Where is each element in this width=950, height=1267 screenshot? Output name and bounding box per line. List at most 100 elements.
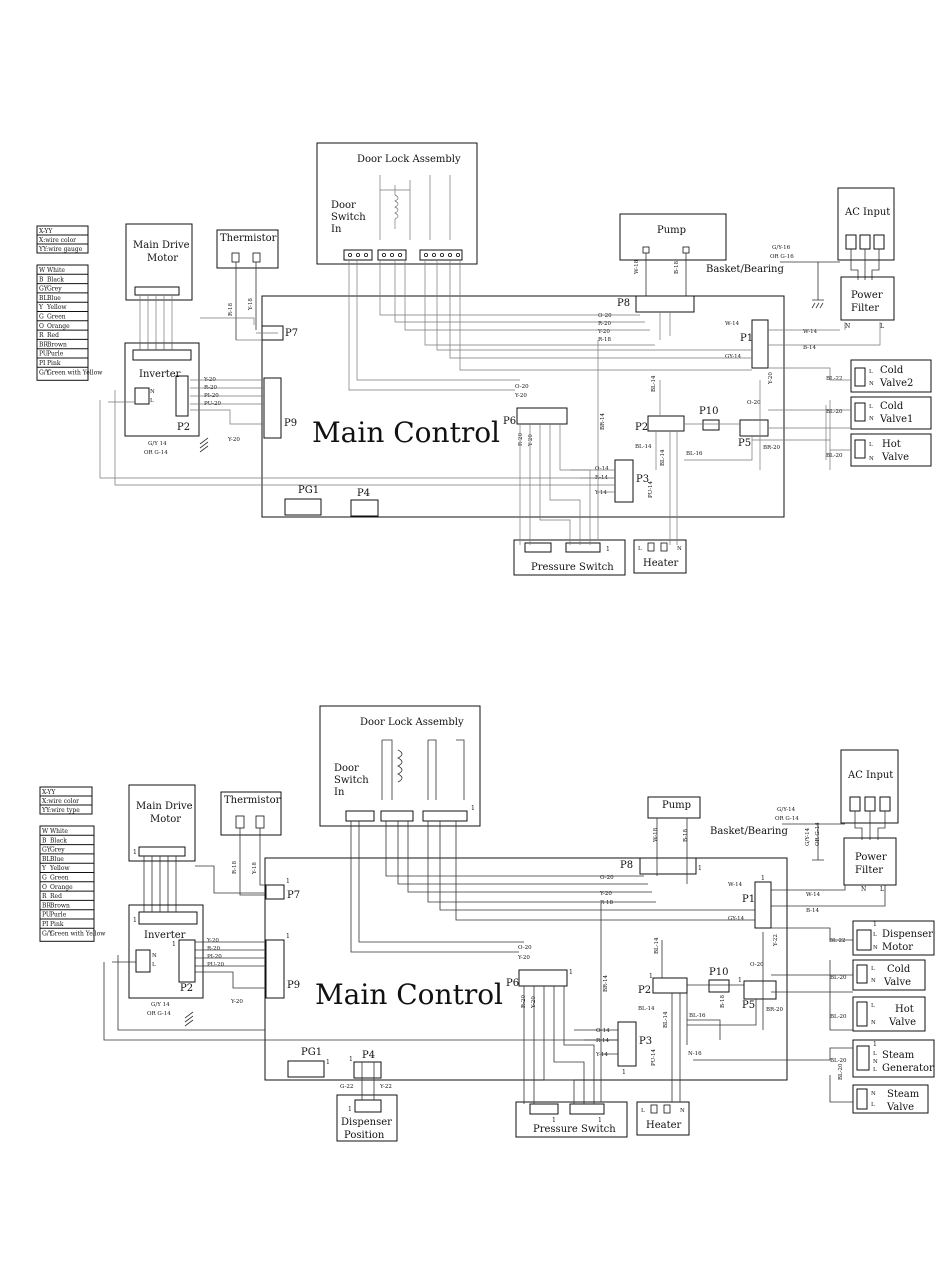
wire-label: BL-20 bbox=[838, 1063, 844, 1080]
terminal-label: 1 bbox=[286, 878, 290, 885]
wire-label: Y-22 bbox=[773, 934, 779, 947]
valve-label: Cold bbox=[880, 401, 904, 412]
wire-label: BR-20 bbox=[766, 1007, 784, 1013]
terminal-label: 1 bbox=[172, 941, 176, 948]
terminal-label: 1 bbox=[133, 849, 137, 856]
terminal-label: 1 bbox=[326, 1059, 330, 1066]
valve-label: Cold bbox=[887, 964, 911, 975]
pressure-switch-label: Pressure Switch bbox=[533, 1124, 616, 1135]
legend-code: GY bbox=[42, 847, 52, 854]
wire-label: Y-20 bbox=[597, 329, 610, 335]
door-switch-label: In bbox=[331, 224, 342, 235]
legend-color-name: Black bbox=[50, 837, 67, 844]
valve-label: Cold bbox=[880, 365, 904, 376]
legend-color-name: Green with Yellow bbox=[47, 369, 103, 376]
legend-code: G bbox=[42, 875, 47, 882]
legend-color-name: Purle bbox=[47, 351, 64, 358]
wire-label: Y-20 bbox=[528, 434, 534, 447]
wire-label: OR G-16 bbox=[770, 254, 794, 260]
terminal-label: L bbox=[873, 932, 877, 938]
legend-code: B bbox=[42, 837, 47, 844]
pressure-switch-2: 1 1 Pressure Switch bbox=[515, 1101, 628, 1138]
legend-code: PU bbox=[39, 351, 48, 358]
wire-label: BR-14 bbox=[603, 974, 609, 992]
legend-code: R bbox=[42, 893, 47, 900]
terminal-label: N bbox=[871, 978, 876, 984]
legend-color-name: Pink bbox=[47, 360, 61, 367]
pressure-switch-1: 1 Pressure Switch bbox=[513, 539, 626, 576]
wire-label: R-20 bbox=[518, 433, 524, 446]
terminal-label: 1 bbox=[286, 933, 290, 940]
connector-pin bbox=[355, 252, 360, 257]
wire-label: O-14 bbox=[595, 466, 609, 472]
wire-label: Y-20 bbox=[599, 891, 612, 897]
legend-code: Y bbox=[41, 865, 47, 872]
legend-code: R bbox=[39, 332, 44, 339]
legend-color-name: Pink bbox=[50, 921, 64, 928]
wire-label: Y-14 bbox=[594, 490, 607, 496]
terminal-label: L bbox=[638, 546, 642, 552]
motor-label: Motor bbox=[150, 814, 181, 825]
wire-label: O-20 bbox=[600, 875, 614, 881]
connector-pin bbox=[455, 252, 460, 257]
terminal-label: N bbox=[871, 1020, 876, 1026]
wire-label: R-18 bbox=[228, 303, 234, 316]
wire-label: BL-14 bbox=[638, 1006, 655, 1012]
wire-label: B-18 bbox=[683, 828, 689, 842]
inverter-label: Inverter bbox=[144, 930, 186, 941]
terminal-label: 1 bbox=[349, 1056, 353, 1063]
basket-bearing-label: Basket/Bearing bbox=[706, 264, 784, 275]
legend-header: YY:wire type bbox=[41, 807, 80, 814]
ac-input-1: AC Input G/Y-16 OR G-16 Power Filter N L bbox=[770, 187, 895, 330]
wire-label: O-20 bbox=[750, 962, 764, 968]
wire-label: G/Y-14 bbox=[805, 827, 811, 846]
power-filter-label: Filter bbox=[855, 865, 883, 876]
steam-valve-2: N L Steam Valve bbox=[852, 1084, 929, 1114]
thermistor-1: Thermistor R-18 Y-18 bbox=[216, 229, 279, 340]
legend-color-name: Green bbox=[47, 314, 66, 321]
wire-label: O-20 bbox=[515, 384, 529, 390]
port-label: P2 bbox=[177, 422, 190, 433]
door-lock-assembly-1: Door Lock Assembly Door Switch In bbox=[316, 142, 478, 265]
wire-label: O-20 bbox=[518, 945, 532, 951]
terminal-label: L bbox=[641, 1108, 645, 1114]
legend-code: PI bbox=[42, 921, 49, 928]
door-switch-label: Switch bbox=[334, 775, 369, 786]
terminal-label: 1 bbox=[348, 1106, 352, 1113]
heater-1: L N Heater bbox=[633, 539, 687, 574]
port-label: P9 bbox=[287, 980, 300, 991]
legend-color-name: White bbox=[50, 828, 68, 835]
terminal-label: L bbox=[880, 886, 884, 893]
wire-label: N-16 bbox=[688, 1051, 702, 1057]
legend-color-name: Purle bbox=[50, 912, 67, 919]
wire-label: BL-16 bbox=[689, 1013, 706, 1019]
terminal-label: 1 bbox=[569, 969, 573, 976]
wire-label: PU-14 bbox=[648, 480, 654, 498]
wire-label: W-14 bbox=[806, 892, 821, 898]
port-label: P1 bbox=[742, 894, 755, 905]
hot-valve-2: L N Hot Valve bbox=[852, 996, 926, 1032]
wire-label: BL-20 bbox=[826, 409, 843, 415]
wire-label: BL-20 bbox=[826, 453, 843, 459]
legend-color-name: Green bbox=[50, 875, 69, 882]
wire-label: BL-14 bbox=[654, 937, 660, 954]
terminal-label: 1 bbox=[471, 805, 475, 812]
power-filter-label: Power bbox=[851, 290, 883, 301]
terminal-label: N bbox=[873, 945, 878, 951]
legend-code: O bbox=[39, 323, 44, 330]
terminal-label: 1 bbox=[873, 1041, 877, 1048]
wire-label: B-18 bbox=[720, 994, 726, 1008]
terminal-label: N bbox=[869, 456, 874, 462]
legend-table bbox=[39, 825, 95, 942]
wire-label: O-14 bbox=[596, 1028, 610, 1034]
port-label: PG1 bbox=[298, 485, 319, 496]
legend-code: O bbox=[42, 884, 47, 891]
connector-pin bbox=[397, 252, 402, 257]
legend-code: PI bbox=[39, 360, 46, 367]
port-label: P8 bbox=[617, 298, 630, 309]
wire-label: BL-14 bbox=[663, 1011, 669, 1028]
legend-code: G bbox=[39, 314, 44, 321]
wire-label: G/Y-16 bbox=[772, 245, 791, 251]
pump-label: Pump bbox=[657, 225, 686, 236]
main-control-board-1: Main Control P7 P9 P8 P1 P6 P2 P10 P5 P3… bbox=[261, 295, 785, 518]
